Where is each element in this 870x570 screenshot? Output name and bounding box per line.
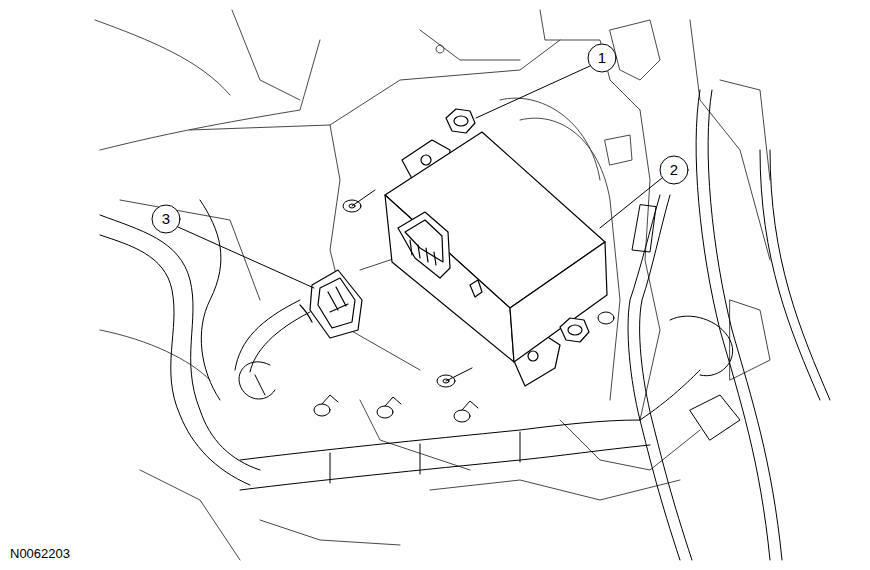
figure-id: N0062203 [10,546,70,561]
callout-number: 2 [660,156,688,184]
callout-number: 3 [152,205,180,233]
callout-number: 1 [588,44,616,72]
